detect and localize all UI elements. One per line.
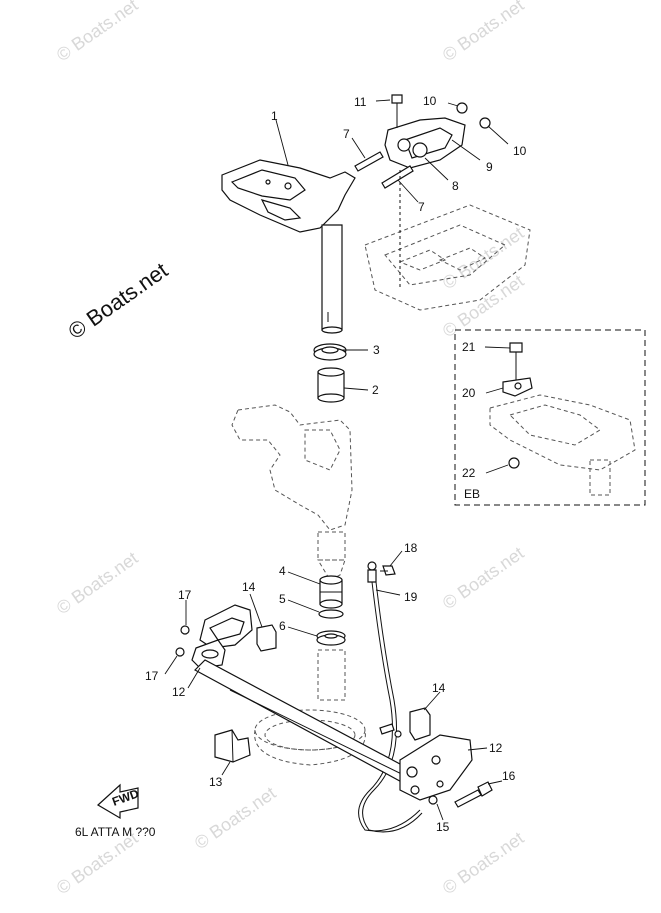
watermark: © Boats.net <box>53 548 142 618</box>
part-label: 5 <box>279 592 286 606</box>
lower-mount-ghost <box>254 649 366 766</box>
part-label: 1 <box>271 109 278 123</box>
mount-pad-part-14-left <box>256 624 277 652</box>
part-label: 22 <box>462 466 476 480</box>
mount-pad-part-13 <box>214 729 251 763</box>
part-label: 3 <box>373 343 380 357</box>
mount-pad-part-14-right <box>409 707 431 741</box>
ground-wire-part-19 <box>358 561 423 833</box>
part-label: 7 <box>343 127 350 141</box>
eb-inset-box: EB <box>454 329 646 506</box>
clamp-bracket-right <box>399 734 473 801</box>
part-label: 9 <box>486 160 493 174</box>
engine-bottom-cowling-ghost <box>364 204 531 311</box>
main-watermark: © Boats.net <box>64 257 173 344</box>
screw-part-18 <box>380 565 396 576</box>
inset-label: EB <box>464 487 480 501</box>
bar-bolt <box>379 723 402 738</box>
watermark: © Boats.net <box>439 828 528 898</box>
part-label: 12 <box>172 685 186 699</box>
part-label: 10 <box>513 144 527 158</box>
part-label: 12 <box>489 741 503 755</box>
part-label: 11 <box>354 95 367 109</box>
watermark: © Boats.net <box>53 0 142 65</box>
part-label: 10 <box>423 94 437 108</box>
part-label: 17 <box>145 669 159 683</box>
nut-part-17 <box>175 625 190 657</box>
grommet-part-4 <box>319 575 343 609</box>
part-label: 13 <box>209 775 223 789</box>
footer-code: 6L ATTA M ??0 <box>75 825 156 839</box>
o-ring-part-5 <box>318 609 344 619</box>
bushing-part-6 <box>316 630 346 646</box>
watermark: © Boats.net <box>439 543 528 613</box>
part-label: 2 <box>372 383 379 397</box>
watermark: © Boats.net <box>439 0 528 65</box>
bolt-part-16 <box>454 781 493 808</box>
stabilizer-bar-part-12 <box>194 659 431 793</box>
part-label: 14 <box>242 580 256 594</box>
steering-bracket-part-1 <box>221 159 356 334</box>
watermark: © Boats.net <box>191 783 280 853</box>
callout-lines <box>164 99 511 821</box>
part-label: 16 <box>502 769 516 783</box>
part-label: 19 <box>404 590 418 604</box>
terminal-part-15 <box>428 795 438 805</box>
fwd-arrow: FWD <box>96 783 141 820</box>
swivel-bracket-ghost <box>231 404 353 581</box>
part-labels: 1 7 7 8 9 10 10 11 3 2 4 5 6 18 19 14 17… <box>145 94 527 834</box>
part-label: 21 <box>462 340 476 354</box>
part-label: 7 <box>418 200 425 214</box>
part-label: 18 <box>404 541 418 555</box>
part-label: 6 <box>279 619 286 633</box>
part-label: 20 <box>462 386 476 400</box>
part-label: 8 <box>452 179 459 193</box>
part-label: 17 <box>178 588 192 602</box>
clamp-bracket-left <box>191 604 253 669</box>
stud-part-7 <box>354 151 414 189</box>
bushing-part-3 <box>313 343 347 361</box>
part-label: 15 <box>436 820 450 834</box>
part-label: 14 <box>432 681 446 695</box>
part-label: 4 <box>279 564 286 578</box>
bushing-part-2 <box>317 367 345 403</box>
upper-mount-assembly <box>384 94 491 169</box>
